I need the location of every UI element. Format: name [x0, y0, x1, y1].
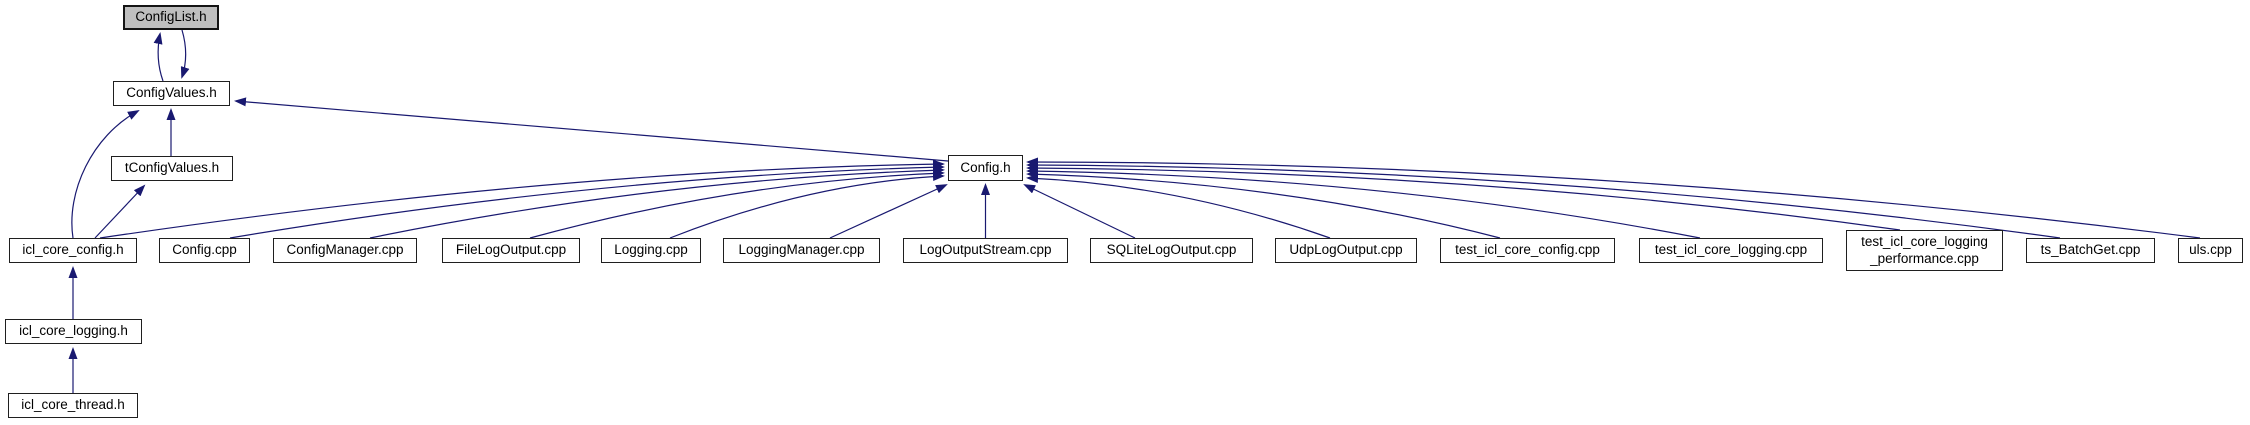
- graph-edge-icl-core-config-h-to-configvalues-h: [71, 110, 140, 239]
- graph-node-ts-batchget-cpp[interactable]: ts_BatchGet.cpp: [2026, 238, 2155, 263]
- graph-node-label-line: test_icl_core_logging: [1861, 233, 1988, 249]
- graph-node-loggingmanager-cpp[interactable]: LoggingManager.cpp: [723, 238, 880, 263]
- graph-node-uls-cpp[interactable]: uls.cpp: [2178, 238, 2243, 263]
- graph-node-sqlitelogoutput-cpp[interactable]: SQLiteLogOutput.cpp: [1090, 238, 1253, 263]
- graph-node-icl-core-logging-h[interactable]: icl_core_logging.h: [5, 319, 142, 344]
- graph-node-icl-core-config-h[interactable]: icl_core_config.h: [9, 238, 137, 263]
- graph-node-label-line: _performance.cpp: [1870, 250, 1979, 266]
- graph-edge-config-h-to-configvalues-h: [234, 97, 949, 162]
- graph-node-filelogoutput-cpp[interactable]: FileLogOutput.cpp: [442, 238, 580, 263]
- graph-edge-logging-cpp-to-config-h: [669, 172, 945, 239]
- graph-edge-test-icl-core-logging-performance-cpp-to-config-h: [1026, 163, 1901, 231]
- graph-node-test-icl-core-config-cpp[interactable]: test_icl_core_config.cpp: [1440, 238, 1615, 263]
- graph-node-configmanager-cpp[interactable]: ConfigManager.cpp: [273, 238, 417, 263]
- graph-node-config-cpp[interactable]: Config.cpp: [159, 238, 250, 263]
- graph-node-logoutputstream-cpp[interactable]: LogOutputStream.cpp: [903, 238, 1068, 263]
- graph-edge-icl-core-config-h-to-config-h: [99, 159, 945, 239]
- graph-node-configvalues-h[interactable]: ConfigValues.h: [113, 81, 230, 106]
- graph-edge-test-icl-core-config-cpp-to-config-h: [1026, 169, 1501, 239]
- graph-node-tconfigvalues-h[interactable]: tConfigValues.h: [111, 156, 233, 181]
- graph-edge-icl-core-config-h-to-tconfigvalues-h: [94, 184, 146, 239]
- graph-edge-filelogoutput-cpp-to-config-h: [529, 168, 945, 239]
- graph-node-test-icl-core-logging-performance-cpp[interactable]: test_icl_core_logging_performance.cpp: [1846, 230, 2003, 271]
- graph-edge-configvalues-h-to-configlist-h: [153, 32, 164, 82]
- graph-edge-configlist-h-to-configvalues-h: [180, 29, 190, 79]
- graph-node-udplogoutput-cpp[interactable]: UdpLogOutput.cpp: [1275, 238, 1417, 263]
- graph-edge-sqlitelogoutput-cpp-to-config-h: [1023, 184, 1136, 239]
- graph-edge-udplogoutput-cpp-to-config-h: [1026, 173, 1331, 239]
- graph-edge-config-cpp-to-config-h: [229, 162, 945, 239]
- graph-node-test-icl-core-logging-cpp[interactable]: test_icl_core_logging.cpp: [1639, 238, 1823, 263]
- graph-edge-configmanager-cpp-to-config-h: [369, 165, 945, 239]
- graph-node-configlist-h[interactable]: ConfigList.h: [123, 5, 219, 30]
- graph-edge-ts-batchget-cpp-to-config-h: [1026, 160, 2061, 239]
- graph-node-logging-cpp[interactable]: Logging.cpp: [601, 238, 701, 263]
- graph-edge-uls-cpp-to-config-h: [1026, 157, 2201, 239]
- graph-node-config-h[interactable]: Config.h: [948, 155, 1023, 181]
- graph-edge-loggingmanager-cpp-to-config-h: [829, 184, 948, 239]
- graph-edge-test-icl-core-logging-cpp-to-config-h: [1026, 166, 1701, 239]
- graph-node-icl-core-thread-h[interactable]: icl_core_thread.h: [8, 393, 138, 418]
